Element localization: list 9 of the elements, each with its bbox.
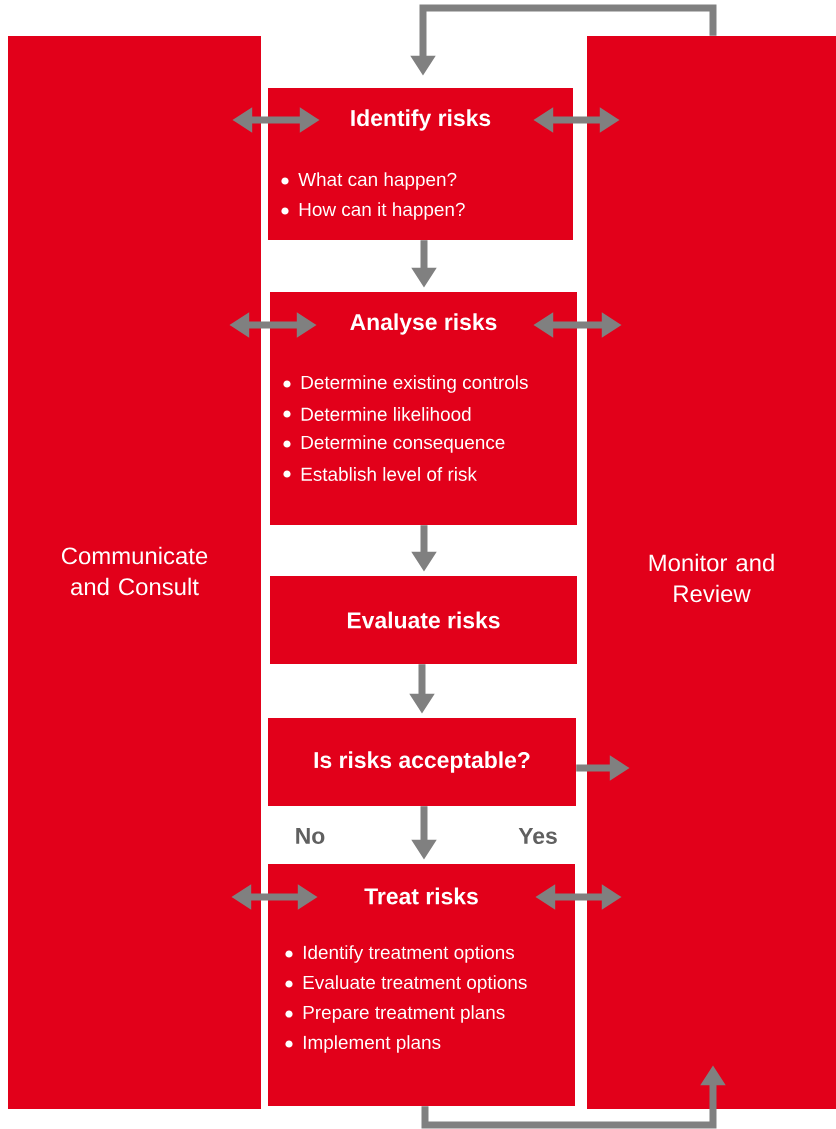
band-box: Communicate and Consult bbox=[8, 36, 261, 1109]
band-box: Monitor and Review bbox=[587, 36, 836, 1109]
process-box: Is risks acceptable? bbox=[268, 718, 576, 806]
process-box: Evaluate risks bbox=[270, 576, 577, 664]
process-box: Identify risks What can happen? How can it happen? bbox=[268, 88, 573, 240]
process-box: Analyse risks Determine existing controls Determine likelihood Determine consequence Establish level of risk bbox=[270, 292, 577, 525]
process-box: Treat risks Identify treatment options Evaluate treatment options Prepare treatment plans Implement plans bbox=[268, 864, 575, 1106]
branch-label: Yes bbox=[518, 828, 557, 844]
branch-label: No bbox=[296, 828, 325, 844]
